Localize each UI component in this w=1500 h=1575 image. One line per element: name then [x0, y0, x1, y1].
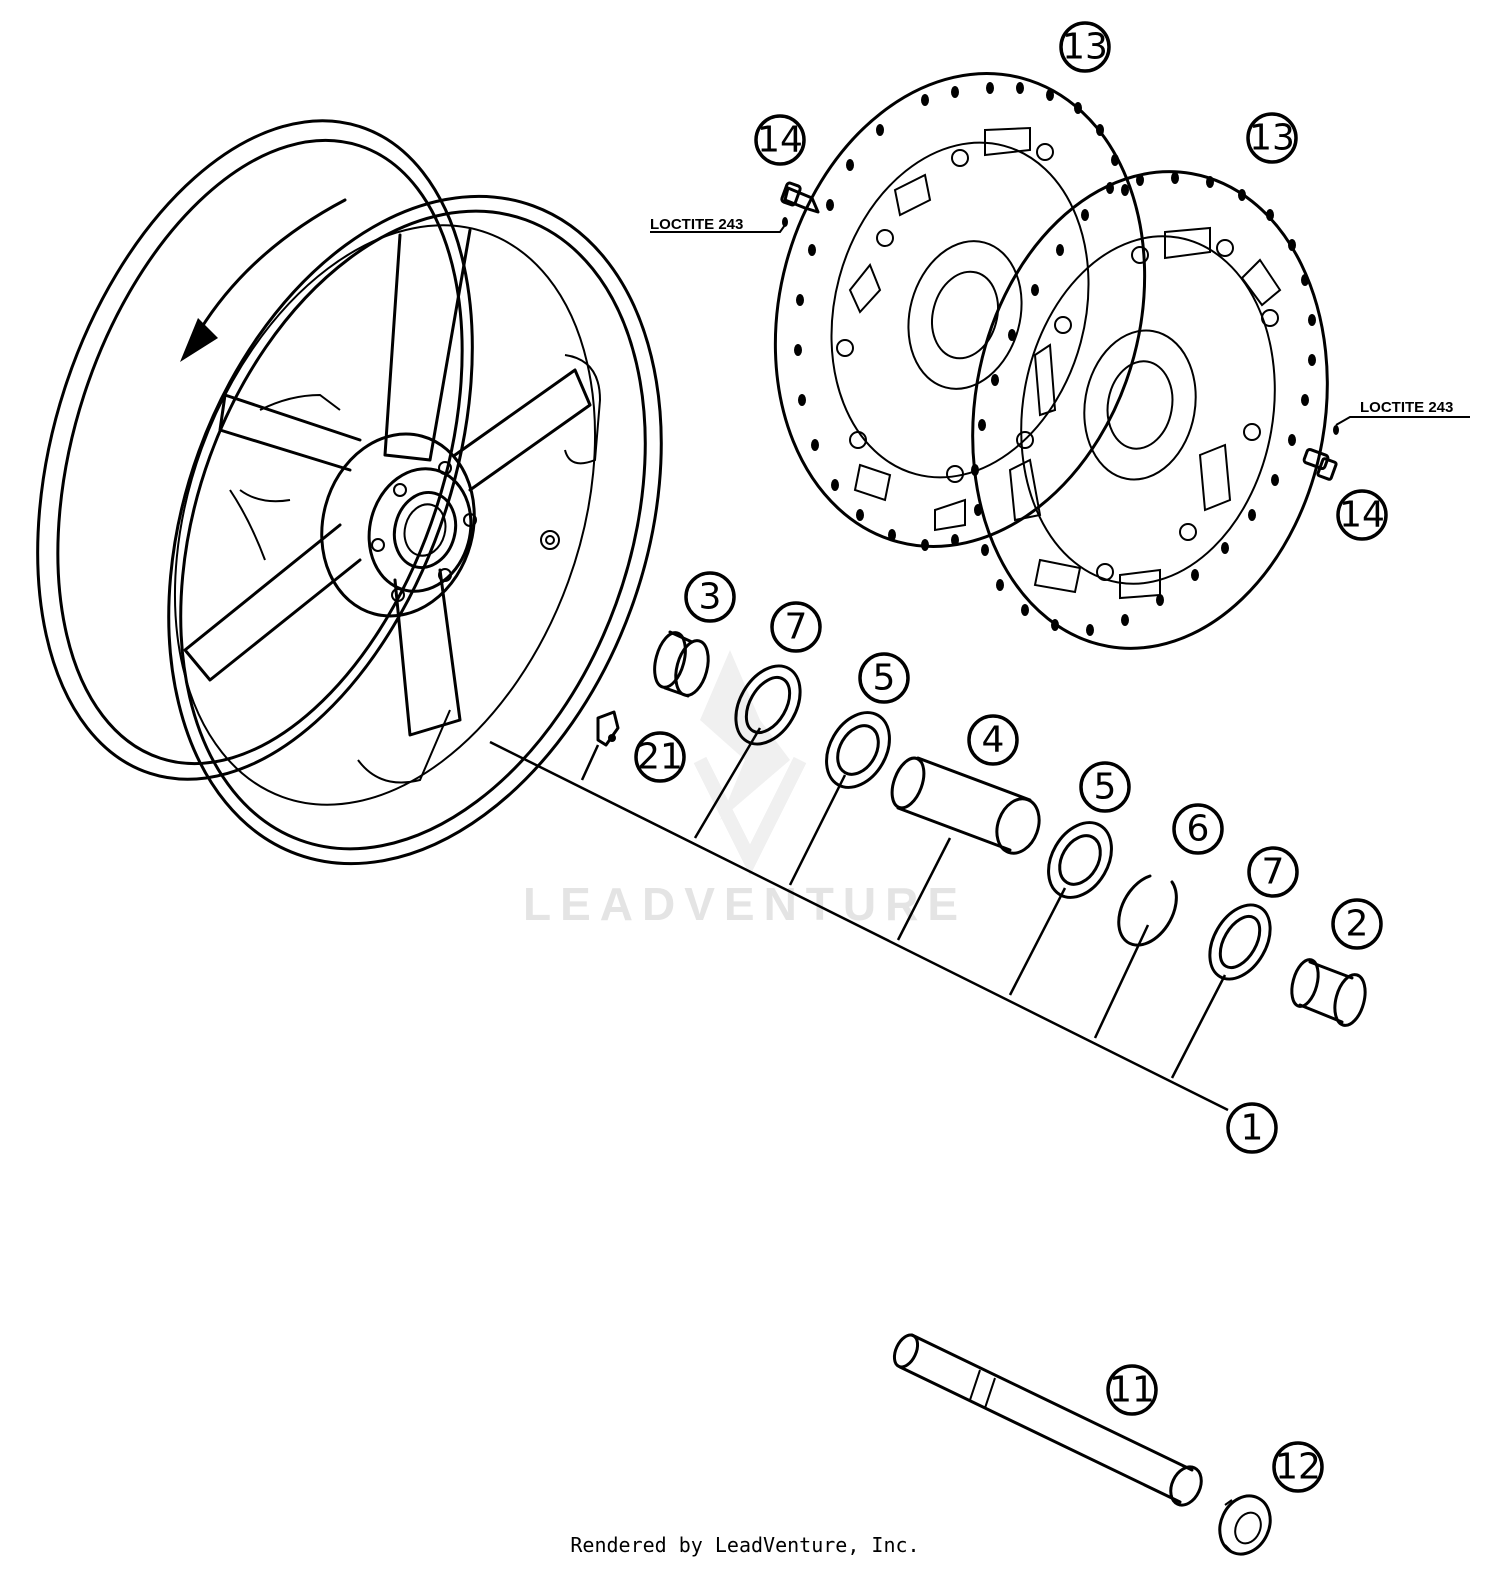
- callout-13a[interactable]: 13: [1059, 21, 1111, 73]
- seal-part-7b: [1208, 903, 1272, 981]
- callout-4[interactable]: 4: [967, 714, 1019, 766]
- callout-7b[interactable]: 7: [1247, 846, 1299, 898]
- spacer-tube-part-4: [890, 756, 1041, 855]
- seal-part-7a: [734, 664, 802, 746]
- spacer-part-2: [1290, 958, 1367, 1027]
- callout-label: 2: [1346, 904, 1369, 945]
- callout-21[interactable]: 21: [634, 731, 686, 783]
- callout-label: 13: [1249, 118, 1295, 159]
- watermark: LEADVENTURE: [523, 650, 967, 930]
- callout-label: 4: [982, 720, 1005, 761]
- callout-2[interactable]: 2: [1331, 898, 1383, 950]
- disc-left-holes: [794, 82, 1129, 551]
- nut-part-12: [1218, 1494, 1272, 1556]
- callout-5b[interactable]: 5: [1079, 761, 1131, 813]
- brake-disc-left: [773, 72, 1147, 548]
- callout-14a[interactable]: 14: [754, 114, 806, 166]
- callout-13b[interactable]: 13: [1246, 112, 1298, 164]
- callout-12[interactable]: 12: [1272, 1441, 1324, 1493]
- wheel: [36, 119, 663, 866]
- callout-1[interactable]: 1: [1226, 1102, 1278, 1154]
- loctite-note-right: LOCTITE 243: [1360, 399, 1453, 416]
- bolt-right: [1302, 416, 1470, 481]
- watermark-logo-icon: [693, 650, 807, 876]
- callout-label: 3: [699, 577, 722, 618]
- callout-3[interactable]: 3: [684, 571, 736, 623]
- callout-6[interactable]: 6: [1172, 803, 1224, 855]
- callout-label: 1: [1241, 1108, 1264, 1149]
- leader-lines: [489, 727, 1229, 1112]
- callout-label: 12: [1275, 1447, 1321, 1488]
- callout-11[interactable]: 11: [1106, 1364, 1158, 1416]
- callout-7a[interactable]: 7: [770, 601, 822, 653]
- callout-label: 11: [1109, 1370, 1155, 1411]
- callout-label: 21: [637, 737, 683, 778]
- callout-5a[interactable]: 5: [858, 652, 910, 704]
- callout-label: 14: [1339, 495, 1385, 536]
- axle-part-11: [892, 1333, 1203, 1507]
- bearing-part-5b: [1047, 821, 1113, 899]
- bolt-top: [650, 181, 820, 233]
- brake-disc-right: [971, 170, 1329, 650]
- bearing-part-5a: [825, 711, 891, 789]
- spacer-part-3: [653, 630, 710, 698]
- callout-label: 5: [1094, 767, 1117, 808]
- loctite-note-left: LOCTITE 243: [650, 216, 743, 233]
- callout-label: 13: [1062, 27, 1108, 68]
- callout-label: 7: [785, 607, 808, 648]
- watermark-text: LEADVENTURE: [523, 878, 967, 930]
- valve-part-21: [596, 710, 620, 747]
- callout-label: 5: [873, 658, 896, 699]
- callout-label: 6: [1187, 809, 1210, 850]
- callout-label: 7: [1262, 852, 1285, 893]
- disc-right-holes: [971, 172, 1316, 636]
- callout-label: 14: [757, 120, 803, 161]
- callout-14b[interactable]: 14: [1336, 489, 1388, 541]
- circlip-part-6: [1117, 874, 1178, 947]
- footer-credit: Rendered by LeadVenture, Inc.: [570, 1533, 919, 1557]
